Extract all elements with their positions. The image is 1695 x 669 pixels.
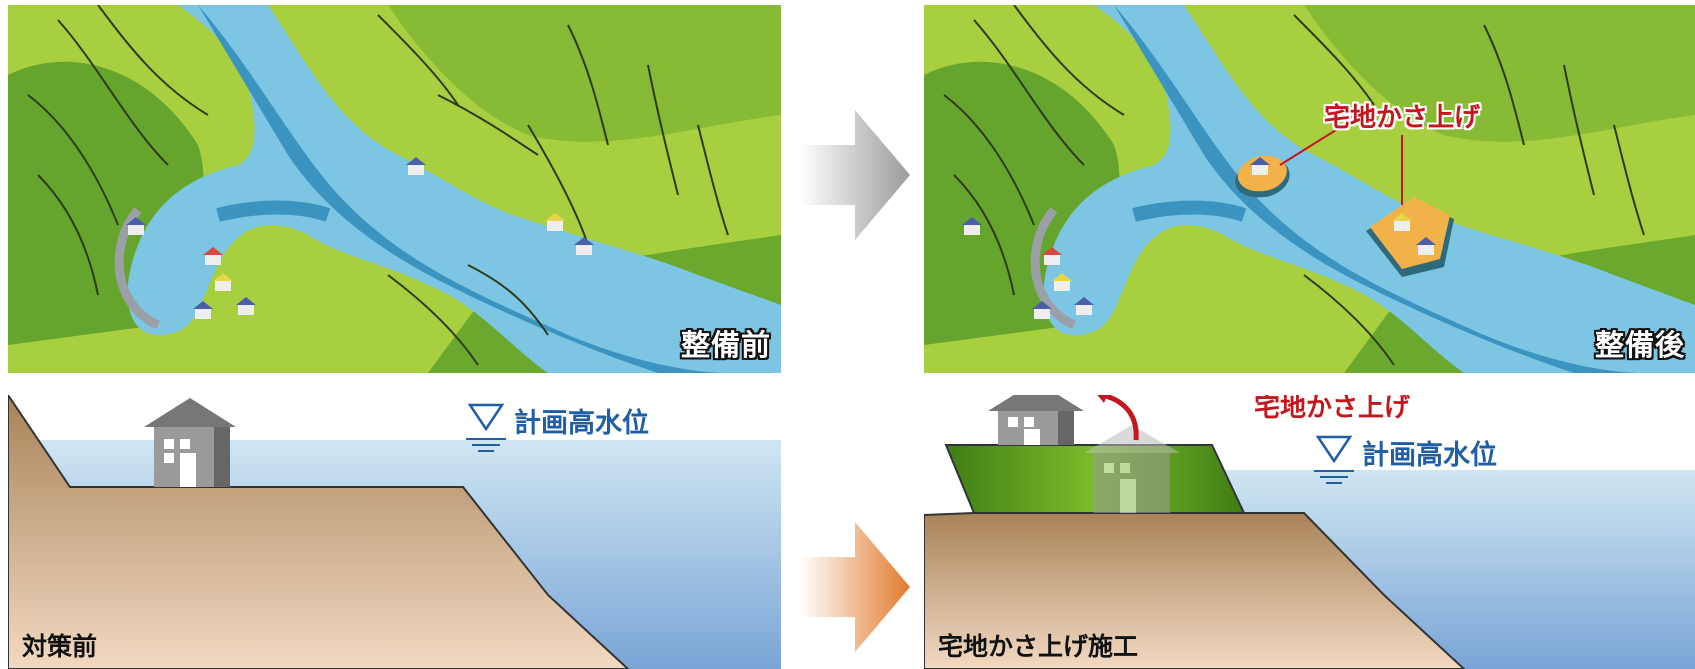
houses-after bbox=[962, 157, 1436, 319]
cross-section-after-panel: 宅地かさ上げ 計画高水位 宅地かさ上げ施工 bbox=[924, 395, 1695, 669]
water-level-label-before: 計画高水位 bbox=[514, 408, 649, 439]
raised-lot-left bbox=[1235, 155, 1290, 198]
section-after-caption: 宅地かさ上げ施工 bbox=[938, 632, 1139, 661]
cross-section-before-panel: 計画高水位 対策前 bbox=[8, 395, 781, 669]
transition-arrow-orange bbox=[800, 522, 910, 652]
house-before bbox=[144, 398, 236, 487]
house-raised bbox=[988, 395, 1084, 445]
house-original-position bbox=[1084, 425, 1180, 513]
raise-label-section: 宅地かさ上げ bbox=[1254, 395, 1411, 423]
map-after-panel: 宅地かさ上げ 整備後 bbox=[924, 5, 1695, 373]
houses-before bbox=[126, 157, 594, 319]
map-before-illustration bbox=[8, 5, 781, 373]
map-before-badge: 整備前 bbox=[680, 328, 771, 362]
water-level-label-after: 計画高水位 bbox=[1362, 440, 1497, 471]
transition-arrow-gray bbox=[800, 110, 910, 240]
section-before-caption: 対策前 bbox=[22, 632, 98, 661]
raise-callout-label: 宅地かさ上げ bbox=[1324, 103, 1481, 133]
cross-section-before-illustration bbox=[8, 395, 781, 669]
water-level-symbol-after bbox=[1314, 435, 1354, 484]
water-level-symbol-before bbox=[466, 403, 506, 452]
map-after-illustration bbox=[924, 5, 1695, 373]
cross-section-after-illustration bbox=[924, 395, 1695, 669]
map-before-panel: 整備前 bbox=[8, 5, 781, 373]
map-after-badge: 整備後 bbox=[1594, 328, 1685, 362]
